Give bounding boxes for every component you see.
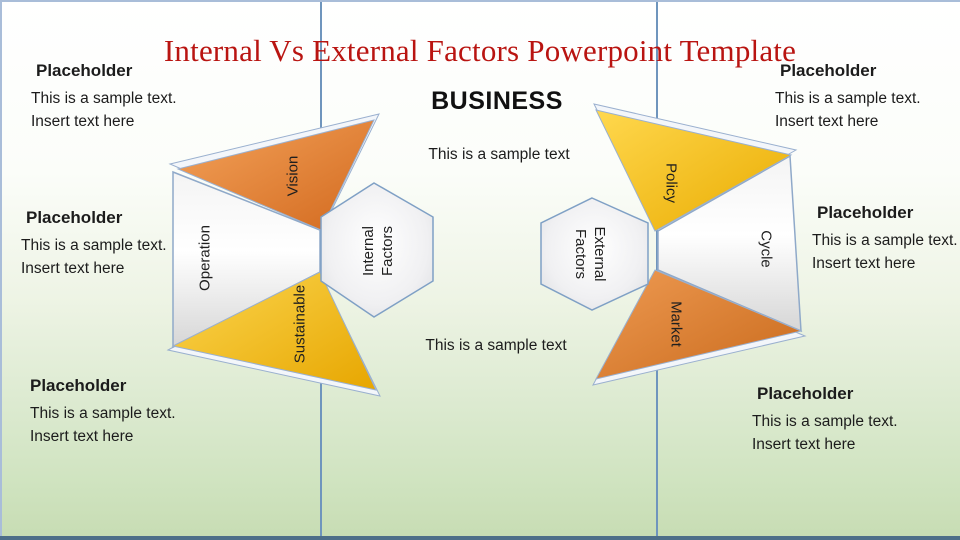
placeholder-line: This is a sample text. — [775, 90, 921, 107]
placeholder-line: This is a sample text. — [21, 237, 167, 254]
internal-factors-line1: Internal — [360, 225, 377, 277]
placeholder-heading: Placeholder — [36, 61, 133, 80]
external-factors-line1: External — [591, 226, 608, 282]
center-caption-bottom: This is a sample text — [425, 337, 567, 354]
internal-factors-label: Internal Factors — [359, 226, 397, 276]
internal-factors-line2: Factors — [379, 225, 396, 277]
placeholder-heading: Placeholder — [780, 61, 877, 80]
business-heading: BUSINESS — [431, 87, 563, 115]
placeholder-line: This is a sample text. — [31, 90, 177, 107]
placeholder-line: Insert text here — [752, 436, 856, 453]
external-factors-hexagon — [540, 197, 649, 311]
slide-border-top — [0, 0, 960, 2]
placeholder-line: This is a sample text. — [812, 232, 958, 249]
sustainable-triangle — [171, 271, 377, 391]
placeholder-line: Insert text here — [31, 113, 135, 130]
placeholder-bottom-right: Placeholder This is a sample text. Inser… — [752, 384, 898, 456]
placeholder-heading: Placeholder — [757, 384, 854, 403]
placeholder-mid-left: Placeholder This is a sample text. Inser… — [21, 208, 167, 280]
placeholder-heading: Placeholder — [26, 208, 123, 227]
placeholder-line: Insert text here — [30, 428, 134, 445]
slide-title: Internal Vs External Factors Powerpoint … — [163, 32, 797, 68]
sustainable-label: Sustainable — [291, 284, 309, 364]
center-caption-top: This is a sample text — [428, 146, 570, 163]
slide-border-left — [0, 0, 2, 540]
placeholder-line: This is a sample text. — [752, 413, 898, 430]
operation-label: Operation — [196, 225, 214, 291]
placeholder-line: Insert text here — [21, 260, 125, 277]
placeholder-heading: Placeholder — [30, 376, 127, 395]
placeholder-bottom-left: Placeholder This is a sample text. Inser… — [30, 376, 176, 448]
placeholder-top-left: Placeholder This is a sample text. Inser… — [31, 61, 177, 133]
placeholder-line: This is a sample text. — [30, 405, 176, 422]
placeholder-mid-right: Placeholder This is a sample text. Inser… — [812, 203, 958, 275]
placeholder-top-right: Placeholder This is a sample text. Inser… — [775, 61, 921, 133]
internal-factors-hexagon — [320, 182, 434, 318]
vertical-guide-line-right — [656, 0, 658, 536]
placeholder-heading: Placeholder — [817, 203, 914, 222]
slide-border-bottom — [0, 536, 960, 540]
policy-triangle — [595, 109, 793, 232]
market-triangle — [595, 269, 803, 380]
cycle-label: Cycle — [757, 230, 775, 268]
policy-label: Policy — [662, 162, 680, 204]
external-factors-label: External Factors — [571, 226, 609, 281]
placeholder-line: Insert text here — [775, 113, 879, 130]
external-factors-line2: Factors — [572, 228, 589, 279]
market-label: Market — [667, 301, 685, 347]
vision-label: Vision — [284, 155, 302, 197]
placeholder-line: Insert text here — [812, 255, 916, 272]
vision-triangle — [176, 119, 375, 231]
